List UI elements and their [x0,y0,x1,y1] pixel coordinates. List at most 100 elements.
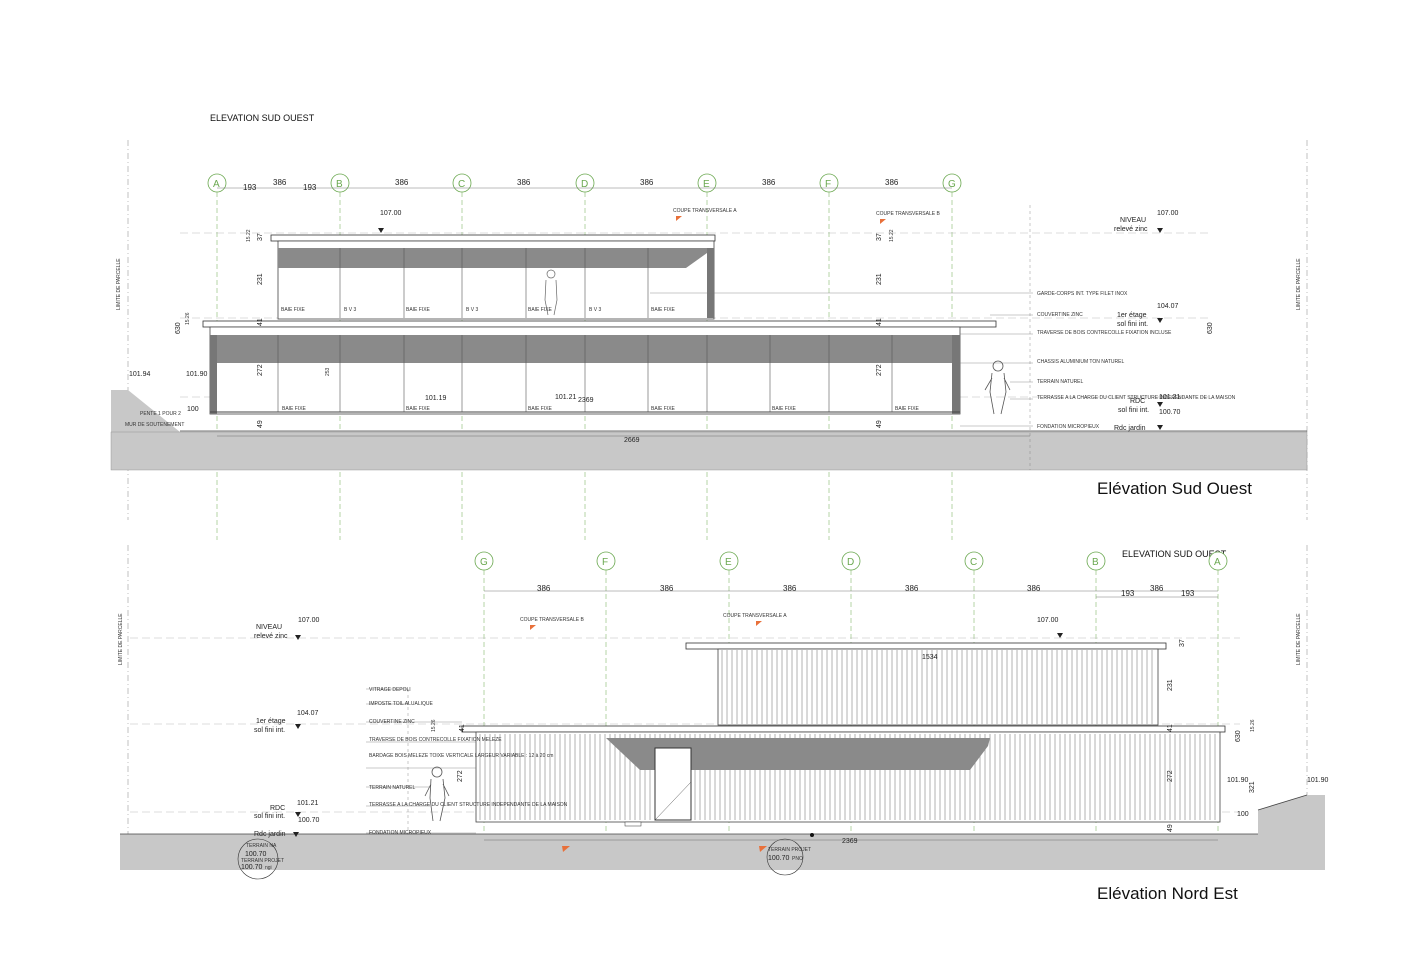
bottom-section-a-marker [756,621,762,626]
top-note-leaders [650,205,1033,470]
top-dim-4: 386 [395,178,409,187]
bottom-upper-cladding [721,650,1153,724]
top-ground-baie-2: BAIE FIXE [406,406,431,412]
top-mid-level-2: 101.21 [555,394,577,401]
top-dim-7: 386 [762,178,776,187]
top-vdim-231: 231 [257,273,264,285]
bottom-upper-roof [685,642,1167,650]
top-note-7: FONDATION MICROPIEUX [1037,424,1100,430]
top-vdim-630-left: 630 [175,322,182,334]
top-dim-2: 386 [273,178,287,187]
top-vdim-49-right: 49 [876,420,883,428]
top-grid-letter-b: B [336,179,343,190]
bottom-vdim-630: 630 [1235,730,1242,742]
bottom-dim-right-3: 193 [1181,589,1195,598]
top-ground-baie-3: BAIE FIXE [528,406,553,412]
bottom-dim-1: 386 [537,584,551,593]
bottom-grid-letter-e: E [725,557,732,568]
bottom-vdim-272: 272 [1167,770,1174,782]
bottom-note-8: FONDATION MICROPIEUX [369,830,432,836]
bottom-door-step [624,821,642,827]
bottom-roof-level-name: NIVEAU [256,624,282,631]
bottom-ground-shadow [606,738,990,770]
top-first-level-value: 104.07 [1157,303,1179,310]
top-upper-shadow [278,248,714,268]
bottom-note-4: TRAVERSE DE BOIS CONTRECOLLE FIXATION ME… [369,737,502,743]
top-ground-human-figure [984,360,1011,415]
top-ground-right-wall [952,335,960,414]
bottom-grid-letter-b: B [1092,557,1099,568]
top-dim-8: 386 [885,178,899,187]
top-dim-1: 193 [243,183,257,192]
bottom-terrain-projet2-unit: PNO [792,856,803,862]
bottom-note-7: TERRASSE A LA CHARGE DU CLIENT STRUCTURE… [369,802,568,808]
bottom-right-level: 101.90 [1227,777,1249,784]
top-left-note-1: PENTE 1 POUR 2 [140,411,181,417]
top-rdc-level-sub: sol fini int. [1118,407,1149,414]
top-upper-end-wall [707,248,714,318]
top-grid-letter-g: G [948,179,956,190]
bottom-human-figure [424,766,450,822]
top-vdim-41-right: 41 [876,318,883,326]
bottom-vdim-49: 49 [1167,824,1174,832]
top-dim-5: 386 [517,178,531,187]
bottom-roof-level-value: 107.00 [298,617,320,624]
bottom-property-limit-left-label: LIMITE DE PARCELLE [118,613,124,665]
bottom-ground-mass [120,795,1325,870]
bottom-dim-3: 386 [783,584,797,593]
bottom-ground-slope [1257,794,1308,811]
top-grid-axes: A B C D E F G [207,173,962,540]
top-ground-mullions [277,335,893,412]
top-ground-baie-5: BAIE FIXE [772,406,797,412]
top-upper-ouvrant-1: B V 3 [344,307,356,313]
bottom-first-level-sub: sol fini int. [254,727,285,734]
bottom-note-5: BARDAGE BOIS MELEZE TOIXE VERTICALE LARG… [369,753,553,759]
top-vdim-41: 41 [257,318,264,326]
bottom-header: ELEVATION SUD OUEST [1122,549,1227,559]
bottom-rdc-level-value-2: 100.70 [298,817,320,824]
property-limit-left-label: LIMITE DE PARCELLE [116,258,122,310]
bottom-roof-level-sub: relevé zinc [254,633,288,640]
top-ground-shadow [217,335,952,363]
bottom-rdc-level-name: RDC [270,805,285,812]
top-vdim-small2-left: 15.22 [246,229,252,242]
bottom-terrain-circle-left [237,838,279,880]
bottom-section-cut-1 [562,846,570,852]
top-roof-level-value-left: 107.00 [380,210,402,217]
top-grid-letter-f: F [825,179,831,190]
top-grid-letter-a: A [213,179,220,190]
bottom-section-b-marker [530,625,536,630]
top-vdim-49: 49 [257,420,264,428]
top-note-2: COUVERTINE ZINC [1037,312,1083,318]
top-header: ELEVATION SUD OUEST [210,113,315,123]
property-limit-right-label: LIMITE DE PARCELLE [1296,258,1302,310]
top-upper-baie-3: BAIE FIXE [528,307,553,313]
top-dim-2669: 2669 [624,437,640,444]
bottom-section-a-label: COUPE TRANSVERSALE A [723,613,787,619]
top-upper-baie-1: BAIE FIXE [281,307,306,313]
top-note-4: CHASSIS ALUMINIUM TON NATUREL [1037,359,1124,365]
top-section-a-marker [676,216,682,221]
top-vdim-253: 253 [325,367,331,376]
top-upper-human-figure [544,269,558,316]
bottom-vdim-100: 100 [1237,811,1249,818]
top-caption: Elévation Sud Ouest [1097,479,1252,498]
top-section-a-label: COUPE TRANSVERSALE A [673,208,737,214]
bottom-dim-5: 386 [1027,584,1041,593]
top-upper-ouvrant-2: B V 3 [466,307,478,313]
bottom-terrain-projet-value: 100.70 [241,864,263,871]
bottom-vdim-272-left: 272 [457,770,464,782]
top-upper-roof [270,234,716,242]
bottom-caption: Elévation Nord Est [1097,884,1238,903]
bottom-section-cut-2 [759,846,767,852]
bottom-terrain-nat-label: TERRAIN NA [246,843,277,849]
top-first-level-marker [1157,318,1163,323]
top-vdim-272-right: 272 [876,364,883,376]
top-vdim-37-right: 37 [876,233,883,241]
top-ground-baie-6: BAIE FIXE [895,406,920,412]
bottom-terrain-circle-mid [766,838,804,876]
bottom-vdim-41: 41 [1167,724,1174,732]
top-note-3: TRAVERSE DE BOIS CONTRECOLLE FIXATION IN… [1037,330,1172,336]
top-rdc-level-marker [1157,402,1163,407]
